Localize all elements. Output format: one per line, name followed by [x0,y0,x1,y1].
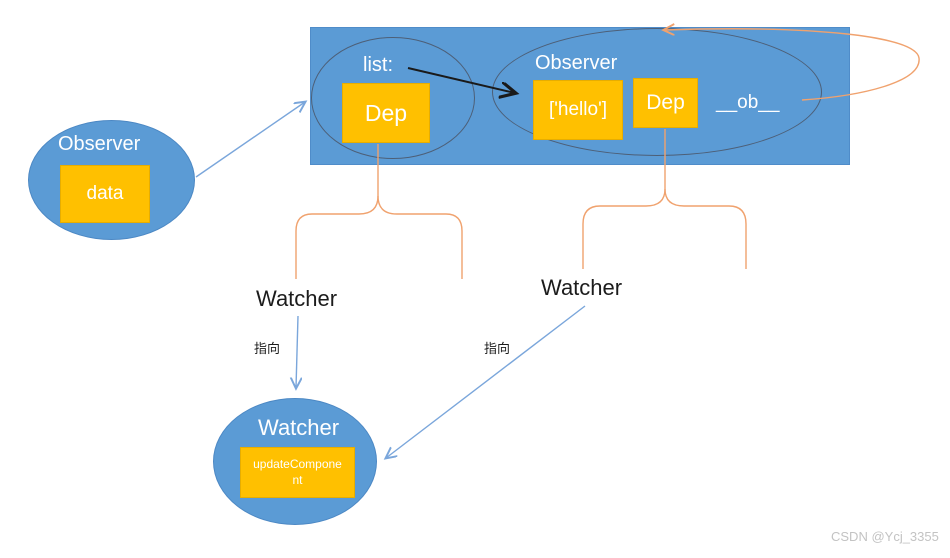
brace-right-right-arm [664,188,747,269]
zhixiang-label-1: 指向 [254,341,281,356]
watcher-label-2: Watcher [541,275,623,300]
dep-box-right: Dep [633,78,698,128]
watcher-label-1: Watcher [256,286,338,311]
list-label: list: [363,54,393,76]
data-box-label: data [86,183,124,204]
dep-box-left-label: Dep [364,99,408,126]
zhixiang-label-2: 指向 [484,341,511,356]
watcher-ellipse-title: Watcher [258,415,340,440]
observer-label-top: Observer [535,52,618,74]
arrow-observer-to-rect [195,102,305,178]
watermark: CSDN @Ycj_3355 [831,529,939,544]
inner-ellipse-left [311,37,475,159]
update-component-label: updateComponent [253,456,342,487]
hello-box: ['hello'] [533,80,623,140]
brace-left-right-arm [377,195,463,279]
hello-box-label: ['hello'] [549,99,607,120]
arrow-watcher2-to-ellipse [386,305,586,458]
update-component-box: updateComponent [240,447,355,498]
dep-box-left: Dep [342,83,430,143]
dep-box-right-label: Dep [646,91,685,114]
data-box: data [60,165,150,223]
arrow-watcher1-to-ellipse [296,315,298,388]
observer-ellipse-title: Observer [58,133,141,155]
ob-label: __ob__ [716,92,780,113]
